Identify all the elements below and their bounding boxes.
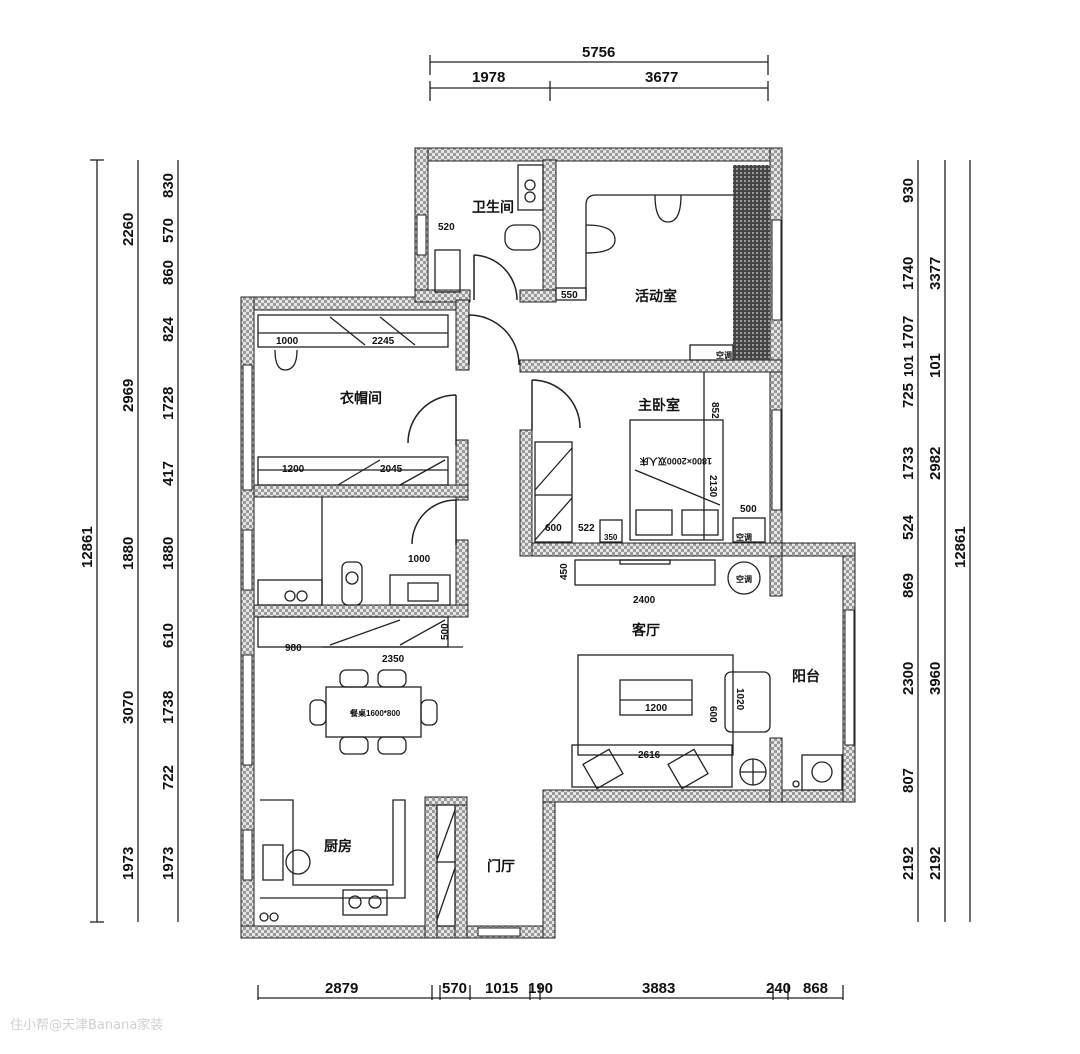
label-sofa-2616: 2616 bbox=[638, 750, 661, 761]
dim-top-total: 5756 bbox=[582, 44, 615, 61]
dim-right-inner: 930 bbox=[900, 178, 917, 203]
label-vanity-1000: 1000 bbox=[408, 554, 431, 565]
dim-left-inner: 417 bbox=[160, 461, 177, 486]
label-table-1200: 1200 bbox=[645, 703, 668, 714]
dim-right-inner: 725 bbox=[900, 383, 917, 408]
dim-bottom: 2879 bbox=[325, 980, 358, 997]
room-label-master-bedroom: 主卧室 bbox=[638, 397, 680, 414]
label-bath-width: 520 bbox=[438, 222, 455, 233]
room-label-living-room: 客厅 bbox=[631, 622, 660, 639]
dim-left-inner: 1880 bbox=[160, 537, 177, 570]
label-ac-activity: 空调 bbox=[716, 350, 732, 360]
dim-left-inner: 570 bbox=[160, 218, 177, 243]
dim-left-mid: 2969 bbox=[120, 379, 137, 412]
dim-bottom: 570 bbox=[442, 980, 467, 997]
label-wardrobe-522: 522 bbox=[578, 523, 595, 534]
label-bed-2130: 2130 bbox=[707, 475, 718, 498]
dim-right-mid: 3960 bbox=[927, 662, 944, 695]
furniture bbox=[257, 164, 843, 927]
dim-left-mid: 1880 bbox=[120, 537, 137, 570]
dim-left-inner: 1728 bbox=[160, 387, 177, 420]
dim-right-inner: 869 bbox=[900, 573, 917, 598]
label-armchair-1020: 1020 bbox=[734, 688, 745, 711]
label-cabinet-2350: 2350 bbox=[382, 654, 405, 665]
label-closet-bottom-2045: 2045 bbox=[380, 464, 403, 475]
dark-wall-panel bbox=[733, 165, 770, 360]
label-closet-bottom-1200: 1200 bbox=[282, 464, 305, 475]
dim-right-inner: 1740 bbox=[900, 257, 917, 290]
dim-left-total: 12861 bbox=[79, 526, 96, 568]
label-closet-top-1000: 1000 bbox=[276, 336, 299, 347]
bottom-dimensions: 2879 570 1015 190 3883 240 868 bbox=[325, 980, 828, 997]
label-wardrobe-600: 600 bbox=[545, 523, 562, 534]
label-bedroom-500: 500 bbox=[740, 504, 757, 515]
doors bbox=[407, 254, 581, 545]
dim-right-total: 12861 bbox=[952, 526, 969, 568]
dim-right-mid: 101 bbox=[927, 353, 944, 378]
label-cabinet-500: 500 bbox=[440, 623, 451, 640]
room-label-balcony: 阳台 bbox=[792, 668, 820, 685]
dim-bottom: 190 bbox=[528, 980, 553, 997]
watermark: 住小帮@天津Banana家装 bbox=[10, 1018, 164, 1033]
label-tv-2400: 2400 bbox=[633, 595, 656, 606]
dimension-lines bbox=[90, 55, 971, 1000]
right-dimensions: 930 1740 1707 101 725 1733 524 869 2300 … bbox=[900, 178, 969, 880]
dim-left-mid: 3070 bbox=[120, 691, 137, 724]
room-label-foyer: 门厅 bbox=[487, 858, 515, 875]
left-dimensions: 12861 2260 2969 1880 3070 1973 830 570 8… bbox=[79, 173, 177, 880]
dim-left-mid: 1973 bbox=[120, 847, 137, 880]
label-bedside-350: 350 bbox=[604, 533, 618, 542]
label-dining-table: 餐桌1600*800 bbox=[349, 708, 401, 718]
dim-right-inner: 101 bbox=[901, 355, 916, 377]
label-desk-depth: 550 bbox=[561, 290, 578, 301]
dim-right-mid: 2982 bbox=[927, 447, 944, 480]
dim-right-inner: 807 bbox=[900, 768, 917, 793]
label-cabinet-980: 980 bbox=[285, 643, 302, 654]
label-table-600: 600 bbox=[707, 706, 718, 723]
dim-bottom: 868 bbox=[803, 980, 828, 997]
dim-right-inner: 2300 bbox=[900, 662, 917, 695]
label-closet-top-2245: 2245 bbox=[372, 336, 395, 347]
label-tv-450: 450 bbox=[559, 563, 570, 580]
dim-bottom: 3883 bbox=[642, 980, 675, 997]
room-label-activity-room: 活动室 bbox=[635, 288, 677, 305]
dim-bottom: 240 bbox=[766, 980, 791, 997]
dim-right-inner: 1733 bbox=[900, 447, 917, 480]
furniture-labels: 520 550 空调 1000 2245 1200 2045 1000 980 … bbox=[276, 222, 757, 761]
dim-bottom: 1015 bbox=[485, 980, 518, 997]
label-ac-bedroom: 空调 bbox=[736, 532, 752, 542]
dim-left-inner: 860 bbox=[160, 260, 177, 285]
windows bbox=[242, 214, 855, 937]
dim-left-inner: 1973 bbox=[160, 847, 177, 880]
dim-left-inner: 610 bbox=[160, 623, 177, 648]
dim-left-inner: 830 bbox=[160, 173, 177, 198]
label-ac-living: 空调 bbox=[736, 574, 752, 584]
dim-right-mid: 2192 bbox=[927, 847, 944, 880]
dim-right-mid: 3377 bbox=[927, 257, 944, 290]
room-label-kitchen: 厨房 bbox=[324, 838, 352, 855]
dim-right-inner: 1707 bbox=[900, 316, 917, 349]
dim-top-part: 3677 bbox=[645, 69, 678, 86]
room-label-cloakroom: 衣帽间 bbox=[340, 390, 382, 407]
dim-left-inner: 824 bbox=[160, 316, 177, 342]
label-bed: 1800×2000双人床 bbox=[639, 456, 712, 467]
dim-left-inner: 1738 bbox=[160, 691, 177, 724]
dim-right-inner: 2192 bbox=[900, 847, 917, 880]
dim-left-mid: 2260 bbox=[120, 213, 137, 246]
dim-top-part: 1978 bbox=[472, 69, 505, 86]
dim-right-inner: 524 bbox=[900, 514, 917, 540]
label-bedroom-852: 852 bbox=[709, 402, 720, 419]
room-label-bathroom: 卫生间 bbox=[472, 199, 514, 216]
dim-left-inner: 722 bbox=[160, 765, 177, 790]
